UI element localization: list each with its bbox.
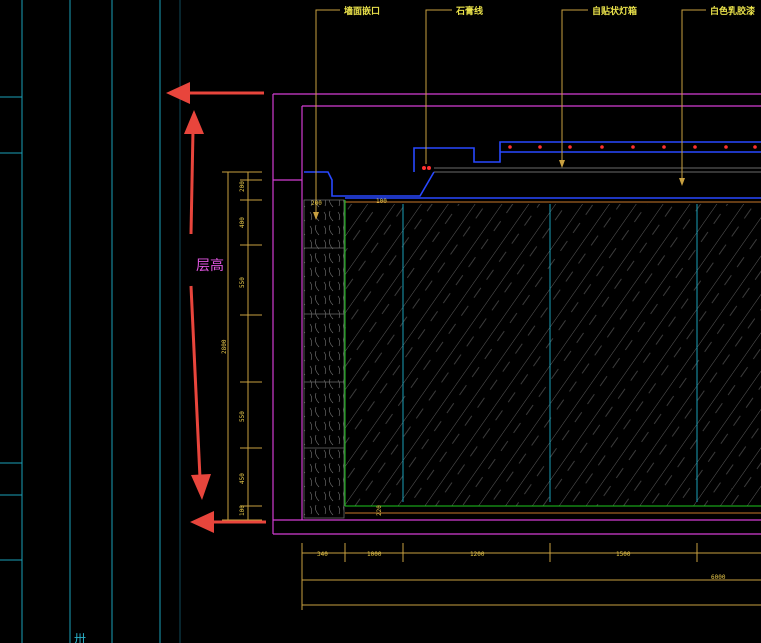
callout-leaders — [315, 9, 706, 218]
vdim-1: 200 — [239, 181, 246, 192]
bottom-dim-4: 1500 — [616, 551, 631, 558]
vdim-7: 100 — [239, 505, 246, 516]
vdim-4: 2800 — [221, 339, 228, 354]
small-dim-b: 100 — [376, 198, 387, 205]
orange-lines — [345, 201, 761, 514]
callout-label-3: 自贴状灯箱 — [592, 5, 637, 17]
bottom-dim-3: 1200 — [470, 551, 485, 558]
ceiling-section — [304, 141, 761, 199]
bottom-dim-total: 6000 — [711, 574, 726, 581]
vdim-2: 400 — [239, 217, 246, 228]
vertical-dim-texts: 200 400 550 2800 550 450 100 — [221, 181, 246, 516]
left-grid-lines — [0, 0, 181, 643]
ceiling-lights — [422, 145, 757, 170]
callout-label-4: 白色乳胶漆 — [710, 5, 755, 17]
red-arrows — [166, 82, 266, 533]
small-dim-a: 200 — [311, 200, 322, 207]
vdim-6: 450 — [239, 473, 246, 484]
panel-lines — [344, 200, 761, 507]
stone-joints — [304, 247, 344, 449]
magenta-frames — [272, 93, 761, 535]
corner-mark: 卅 — [74, 632, 86, 643]
callout-arrowheads — [313, 160, 685, 220]
vdim-3: 550 — [239, 277, 246, 288]
floor-height-label: 层高 — [196, 257, 224, 274]
callout-label-2: 石膏线 — [455, 5, 483, 17]
wall-hatch-area — [345, 204, 761, 506]
stone-column — [303, 199, 345, 519]
bottom-dim-1: 340 — [317, 551, 328, 558]
bottom-dim-2: 1000 — [367, 551, 382, 558]
bottom-dim-lines — [301, 543, 761, 610]
callout-label-1: 墙面嵌口 — [344, 5, 380, 17]
vdim-5: 550 — [239, 411, 246, 422]
vertical-dim-lines — [222, 171, 262, 521]
small-dim-c: 220 — [376, 505, 383, 516]
